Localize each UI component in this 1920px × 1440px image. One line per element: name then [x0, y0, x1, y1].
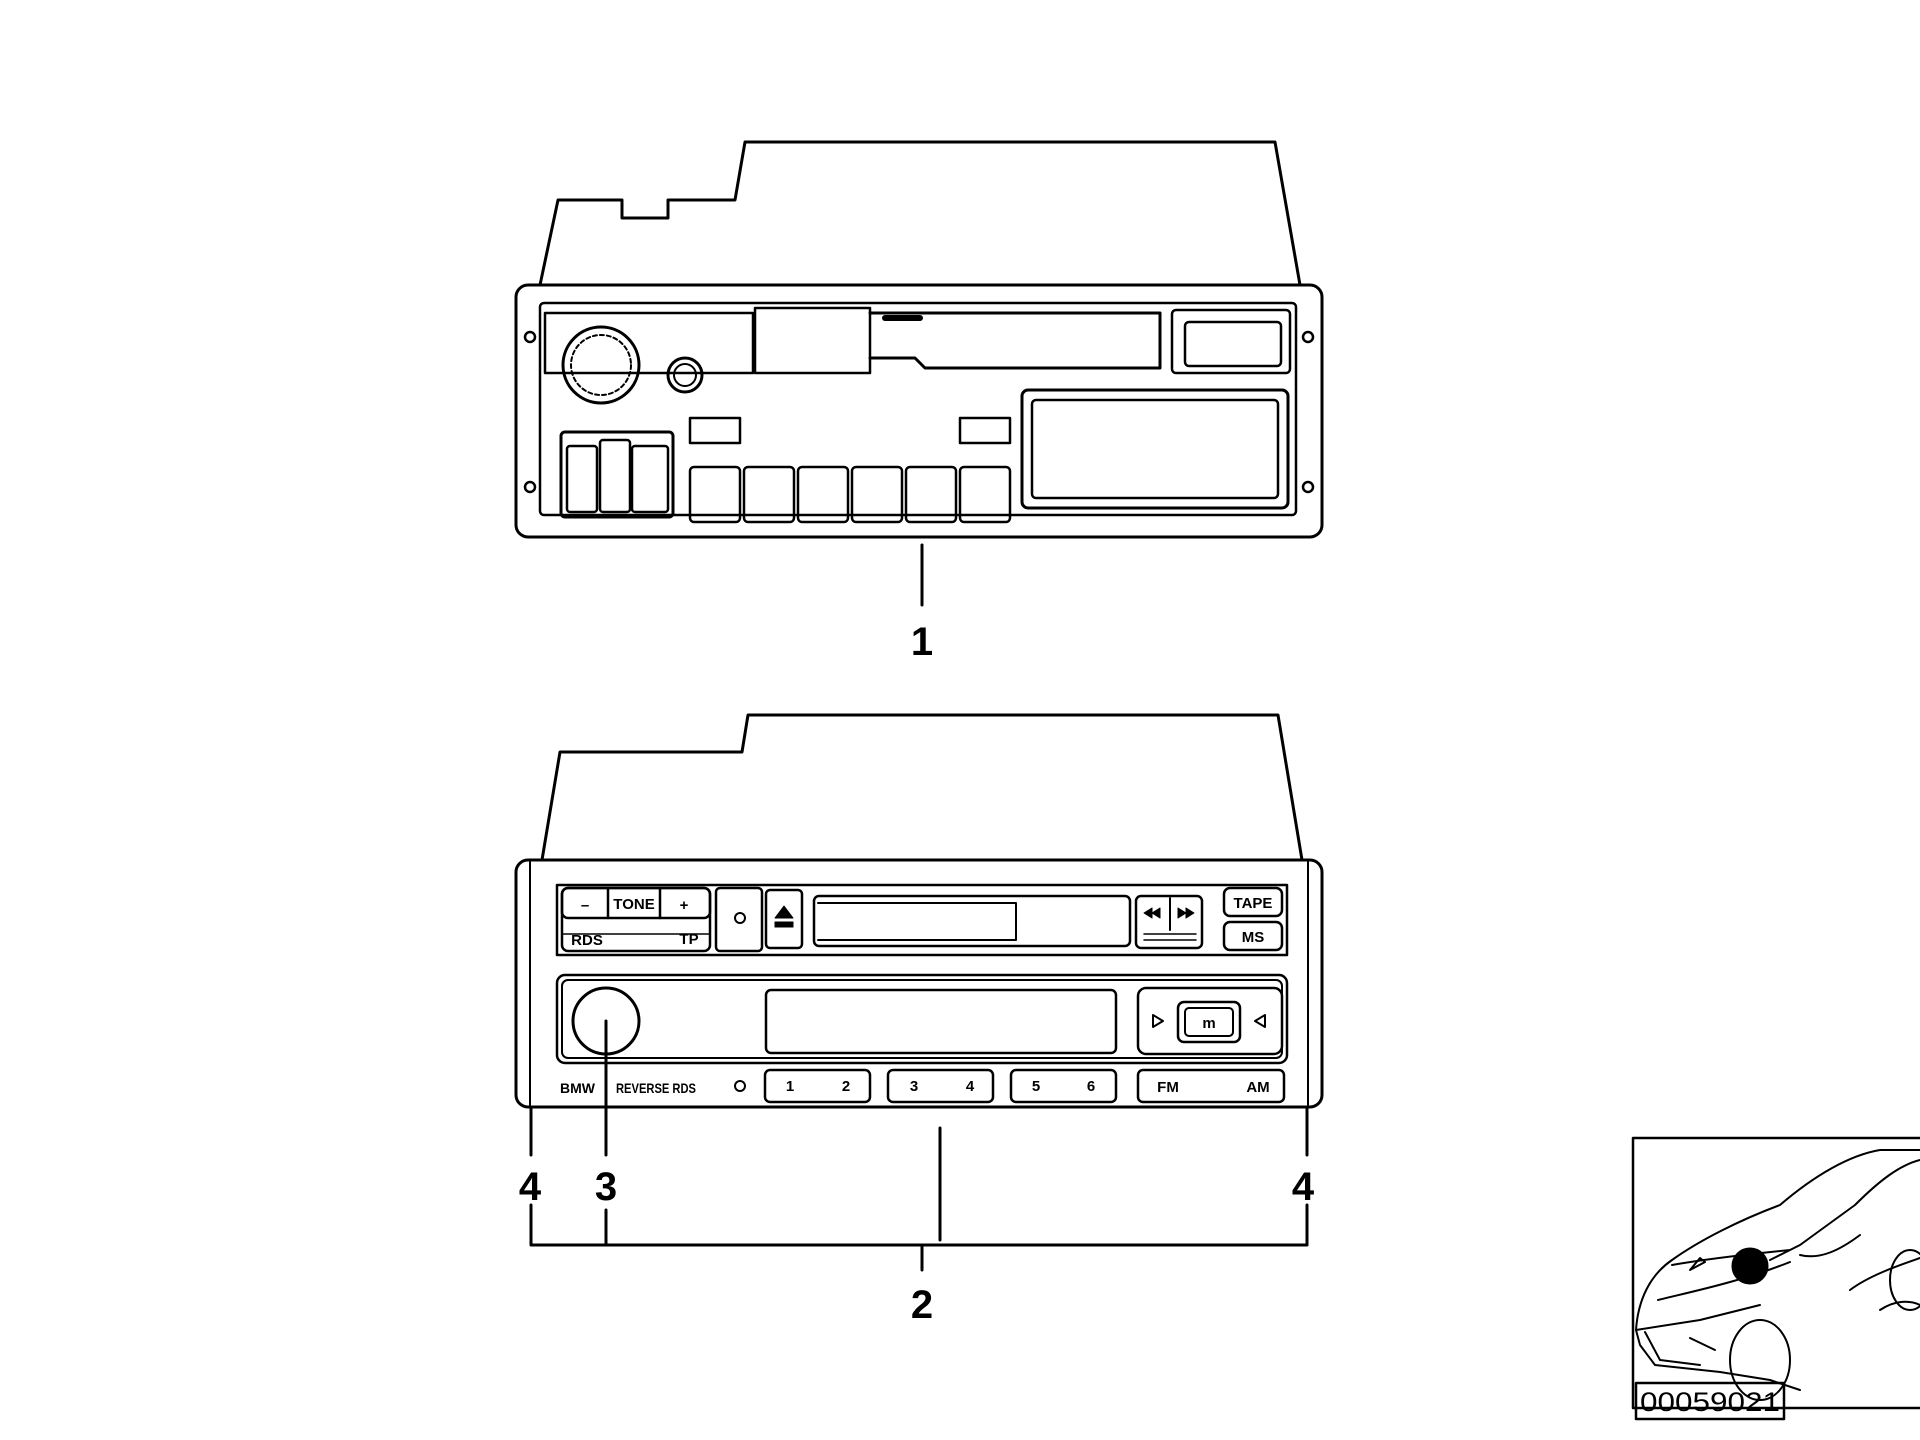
location-marker [1731, 1247, 1769, 1285]
radio-1-faceplate [514, 283, 1324, 539]
cassette-slot [812, 894, 1132, 948]
fm-am-button [1136, 1068, 1286, 1104]
preset-button-1-2 [763, 1068, 872, 1104]
preset-button [796, 465, 850, 524]
rewind-ff-buttons [1134, 894, 1204, 950]
radio-1-display [1020, 388, 1290, 510]
radio-2-faceplate [514, 858, 1324, 1109]
cassette-slot [868, 311, 1162, 370]
rds-label: RDS [571, 932, 603, 949]
mounting-hole [523, 330, 537, 344]
preset-button [958, 465, 1012, 524]
ms-label: MS [1242, 929, 1265, 946]
vehicle-locator-thumbnail [1631, 1136, 1920, 1421]
preset-1-label: 1 [786, 1078, 794, 1095]
eject-button [764, 888, 804, 950]
preset-4-label: 4 [966, 1078, 975, 1095]
model-label: REVERSE RDS [616, 1080, 696, 1096]
preset-3-label: 3 [910, 1078, 918, 1095]
ms-button [1222, 920, 1284, 952]
radio-1-housing [538, 140, 1302, 287]
preset-5-label: 5 [1032, 1078, 1040, 1095]
radio-2-panel-labels: – TONE + RDS TP TAPE MS m BMW REVERSE RD… [560, 895, 1272, 1096]
radio-cassette-unit-1 [514, 140, 1324, 607]
callout-4-right: 4 [1292, 1165, 1315, 1209]
tape-label: TAPE [1234, 895, 1273, 912]
rocker-button [559, 430, 675, 519]
left-arrow-icon [1152, 1014, 1164, 1028]
tone-plus-label: + [680, 897, 689, 914]
eject-button [1170, 308, 1292, 375]
callout-1: 1 [911, 620, 933, 664]
am-label: AM [1246, 1079, 1269, 1096]
callout-labels: 1 3 4 4 2 [519, 620, 1315, 1327]
led-indicator [734, 912, 746, 924]
group-bracket [529, 1203, 1309, 1247]
preset-button-5-6 [1009, 1068, 1118, 1104]
tone-label: TONE [613, 896, 654, 913]
brand-label: BMW [560, 1080, 596, 1096]
part-number-box [1634, 1381, 1786, 1421]
radio-2-display [764, 988, 1118, 1055]
volume-knob [561, 325, 641, 405]
eject-icon [774, 905, 794, 928]
radio-2-housing [540, 713, 1304, 862]
tone-minus-label: – [581, 897, 589, 914]
small-button [958, 416, 1012, 445]
car-silhouette-icon [1635, 1149, 1920, 1391]
mounting-hole [523, 480, 537, 494]
rewind-icon [1143, 907, 1161, 919]
preset-2-label: 2 [842, 1078, 850, 1095]
radio-reverse-rds-unit-2 [514, 713, 1324, 1272]
preset-button-3-4 [886, 1068, 995, 1104]
tape-button [1222, 886, 1284, 918]
tp-label: TP [679, 931, 698, 948]
part-number: 00059021 [1640, 1387, 1780, 1417]
mounting-hole [1301, 480, 1315, 494]
callout-3: 3 [595, 1165, 617, 1209]
fast-forward-icon [1177, 907, 1195, 919]
preset-button [850, 465, 904, 524]
mounting-hole [1301, 330, 1315, 344]
thumbnail-frame [1631, 1136, 1920, 1410]
preset-button [742, 465, 796, 524]
callout-2: 2 [911, 1283, 933, 1327]
preset-6-label: 6 [1087, 1078, 1095, 1095]
led-indicator [734, 1080, 746, 1092]
small-button [688, 416, 742, 445]
fm-label: FM [1157, 1079, 1179, 1096]
preset-button [688, 465, 742, 524]
preset-button [904, 465, 958, 524]
m-button [1176, 1000, 1242, 1044]
tuning-knob [666, 356, 704, 394]
callout-4-left: 4 [519, 1165, 542, 1209]
right-arrow-icon [1254, 1014, 1266, 1028]
m-button-label: m [1202, 1015, 1215, 1032]
